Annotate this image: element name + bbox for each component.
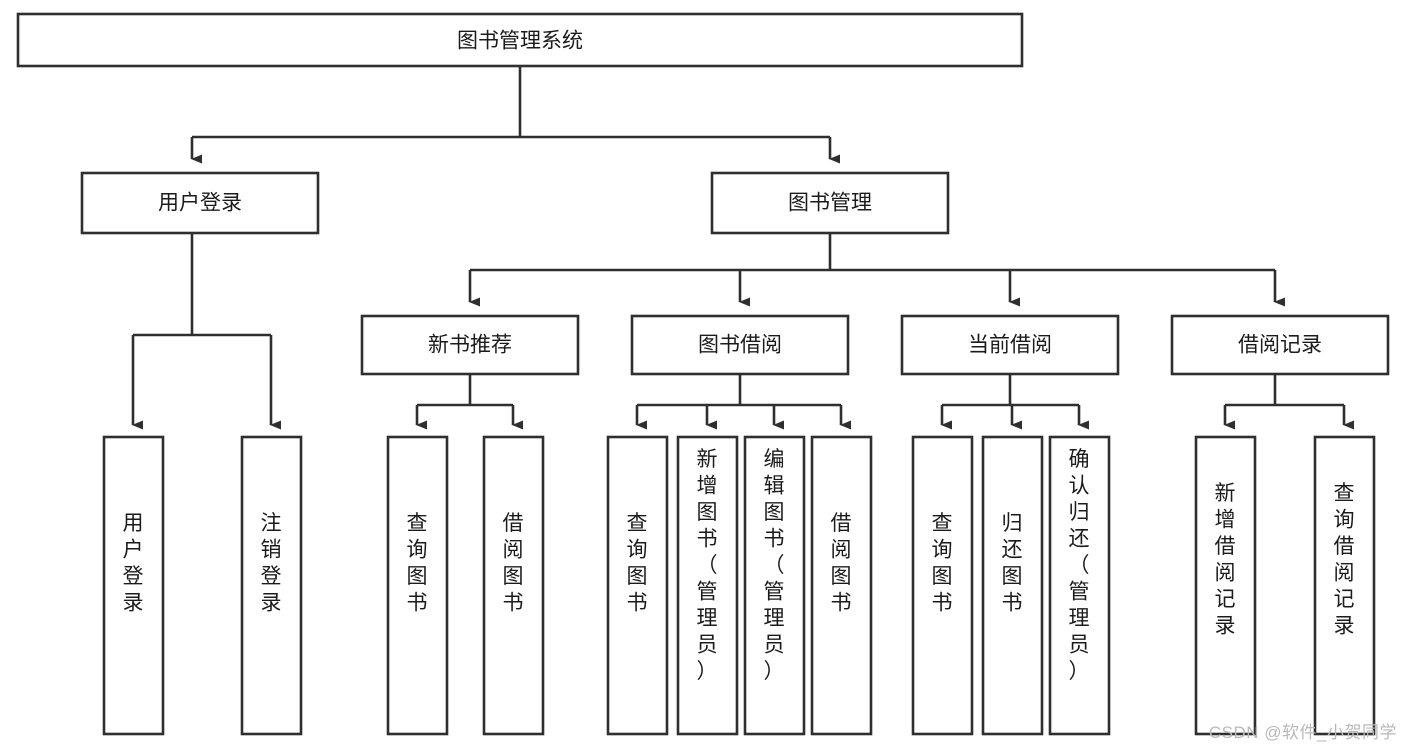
- leaf-query-book-1-label: 查询图书: [407, 512, 428, 615]
- leaf-add-book[interactable]: 新增图书（管理员）: [676, 435, 739, 736]
- leaf-logout[interactable]: 注销登录: [240, 435, 303, 736]
- leaf-query-book-2-label: 查询图书: [627, 512, 648, 615]
- node-book-management-box[interactable]: [710, 171, 950, 235]
- node-new-book-recommend-box[interactable]: [360, 314, 580, 376]
- leaf-query-book-3-box[interactable]: [911, 435, 974, 736]
- leaf-borrow-book-2-box[interactable]: [810, 435, 873, 736]
- leaf-add-record[interactable]: 新增借阅记录: [1194, 435, 1257, 736]
- node-current-borrow-box[interactable]: [900, 314, 1120, 376]
- leaf-add-book-label: 新增图书（管理员）: [697, 448, 718, 683]
- leaf-borrow-book-2[interactable]: 借阅图书: [810, 435, 873, 736]
- leaf-confirm-return[interactable]: 确认归还（管理员）: [1048, 435, 1111, 736]
- connector-group: [131, 66, 1354, 430]
- node-borrow-record-box[interactable]: [1170, 314, 1390, 376]
- leaf-query-book-2[interactable]: 查询图书: [606, 435, 669, 736]
- leaf-query-record[interactable]: 查询借阅记录: [1313, 435, 1376, 736]
- leaf-borrow-book-1-label: 借阅图书: [503, 512, 524, 615]
- watermark: CSDN @软件_小贺同学: [1208, 723, 1397, 742]
- leaf-query-book-2-box[interactable]: [606, 435, 669, 736]
- node-new-book-recommend-label: 新书推荐: [428, 334, 512, 357]
- node-current-borrow-label: 当前借阅: [968, 334, 1052, 357]
- leaf-confirm-return-box[interactable]: [1048, 435, 1111, 736]
- leaf-borrow-book-1[interactable]: 借阅图书: [482, 435, 545, 736]
- leaf-return-book[interactable]: 归还图书: [981, 435, 1044, 736]
- leaf-user-login-box[interactable]: [102, 435, 165, 736]
- node-user-login-label: 用户登录: [158, 192, 242, 215]
- leaf-edit-book-label: 编辑图书（管理员）: [764, 448, 785, 683]
- node-root[interactable]: 图书管理系统: [16, 12, 1024, 68]
- leaf-edit-book-box[interactable]: [743, 435, 806, 736]
- leaf-query-record-box[interactable]: [1313, 435, 1376, 736]
- node-borrow-record-label: 借阅记录: [1238, 334, 1322, 357]
- node-root-box[interactable]: [16, 12, 1024, 68]
- node-user-login[interactable]: 用户登录: [80, 171, 320, 235]
- leaf-add-record-label: 新增借阅记录: [1215, 482, 1236, 638]
- node-root-label: 图书管理系统: [457, 30, 583, 53]
- leaf-query-book-3[interactable]: 查询图书: [911, 435, 974, 736]
- leaf-edit-book[interactable]: 编辑图书（管理员）: [743, 435, 806, 736]
- node-book-borrow-box[interactable]: [630, 314, 850, 376]
- node-book-borrow[interactable]: 图书借阅: [630, 314, 850, 376]
- leaf-add-book-box[interactable]: [676, 435, 739, 736]
- leaf-query-book-3-label: 查询图书: [932, 512, 953, 615]
- leaf-add-record-box[interactable]: [1194, 435, 1257, 736]
- leaf-return-book-label: 归还图书: [1002, 512, 1023, 615]
- leaf-user-login[interactable]: 用户登录: [102, 435, 165, 736]
- leaf-query-record-label: 查询借阅记录: [1334, 482, 1355, 638]
- leaf-return-book-box[interactable]: [981, 435, 1044, 736]
- node-book-management-label: 图书管理: [788, 192, 872, 215]
- leaf-logout-box[interactable]: [240, 435, 303, 736]
- leaf-query-book-1-box[interactable]: [386, 435, 449, 736]
- leaf-borrow-book-1-box[interactable]: [482, 435, 545, 736]
- node-new-book-recommend[interactable]: 新书推荐: [360, 314, 580, 376]
- node-book-borrow-label: 图书借阅: [698, 334, 782, 357]
- node-book-management[interactable]: 图书管理: [710, 171, 950, 235]
- leaf-logout-label: 注销登录: [261, 512, 282, 615]
- leaf-user-login-label: 用户登录: [123, 512, 144, 615]
- leaf-confirm-return-label: 确认归还（管理员）: [1069, 448, 1090, 683]
- leaf-query-book-1[interactable]: 查询图书: [386, 435, 449, 736]
- node-borrow-record[interactable]: 借阅记录: [1170, 314, 1390, 376]
- leaf-borrow-book-2-label: 借阅图书: [831, 512, 852, 615]
- node-current-borrow[interactable]: 当前借阅: [900, 314, 1120, 376]
- node-user-login-box[interactable]: [80, 171, 320, 235]
